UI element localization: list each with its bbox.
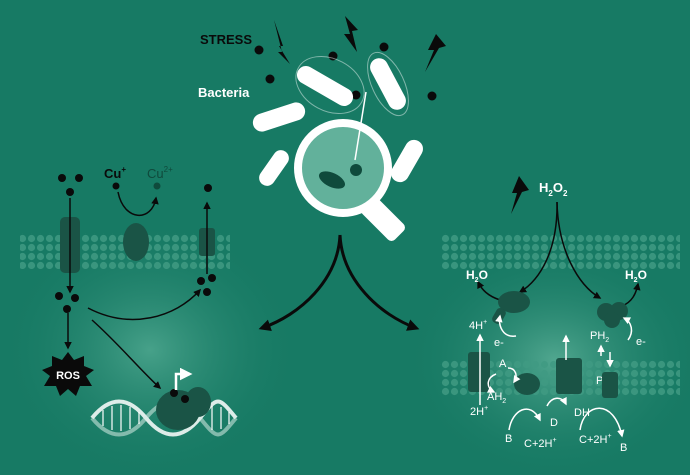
cu-plus-label: Cu+: [104, 165, 126, 181]
two-h-label: 2H+: [470, 405, 488, 418]
h2o2-arrows: [477, 201, 641, 307]
magnifier-icon: [294, 91, 405, 241]
lightning-bolt-icon: [344, 16, 358, 52]
h2o-right-label: H2O: [625, 268, 647, 284]
respiratory-complexes: [468, 352, 618, 398]
right-membrane-top: [440, 233, 680, 269]
electron-left-label: e-: [494, 337, 504, 349]
copper-ions-left: [55, 174, 216, 313]
promoter-arrow-icon: [174, 367, 193, 390]
lightning-bolt-icon: [425, 34, 446, 72]
four-h-label: 4H+: [469, 319, 487, 332]
cu-oxidation-arrow: [117, 191, 159, 216]
a-label: A: [499, 358, 507, 370]
d-label: D: [550, 417, 558, 429]
bacterium: [370, 58, 406, 110]
bacterium: [259, 150, 289, 186]
left-flow-arrows: [64, 198, 211, 390]
quinone: [514, 373, 540, 395]
complex-p: [602, 372, 618, 398]
h2o2-label: H2O2: [539, 180, 568, 198]
transcription-factor: [156, 387, 211, 430]
complex-a: [468, 352, 490, 392]
ros-label: ROS: [56, 370, 80, 382]
branch-arrows: [258, 234, 420, 331]
right-glow: [405, 240, 690, 475]
electron-right-label: e-: [636, 336, 646, 348]
c2h-right-label: C+2H+: [579, 433, 612, 446]
right-flow-arrows: [476, 314, 633, 438]
stress-bolts: [274, 16, 446, 72]
cu-2plus-label: Cu2+: [147, 165, 173, 181]
lightning-bolt-icon: [511, 176, 529, 214]
bacteria-label: Bacteria: [198, 85, 250, 100]
bacteria-rods: [252, 51, 423, 186]
bacterium: [391, 139, 423, 183]
stress-label: STRESS: [200, 32, 252, 47]
ph2-label: PH2: [590, 330, 609, 344]
peroxidase-right: [597, 302, 628, 328]
copper-oxidase: [123, 223, 149, 261]
lightning-bolt-icon: [274, 20, 290, 64]
ah2-label: AH2: [487, 391, 506, 405]
b-left-label: B: [505, 433, 512, 445]
cu2-ion: [153, 182, 161, 190]
p-label: P: [596, 375, 603, 387]
c2h-left-label: C+2H+: [524, 437, 557, 450]
h2o-left-label: H2O: [466, 268, 488, 284]
bacterium: [296, 66, 354, 106]
bacterium: [252, 102, 306, 132]
stress-particles: [254, 42, 437, 101]
ros-burst-icon: [42, 352, 94, 396]
complex-d: [556, 358, 582, 394]
b-right-label: B: [620, 442, 627, 454]
left-glow: [0, 220, 300, 475]
